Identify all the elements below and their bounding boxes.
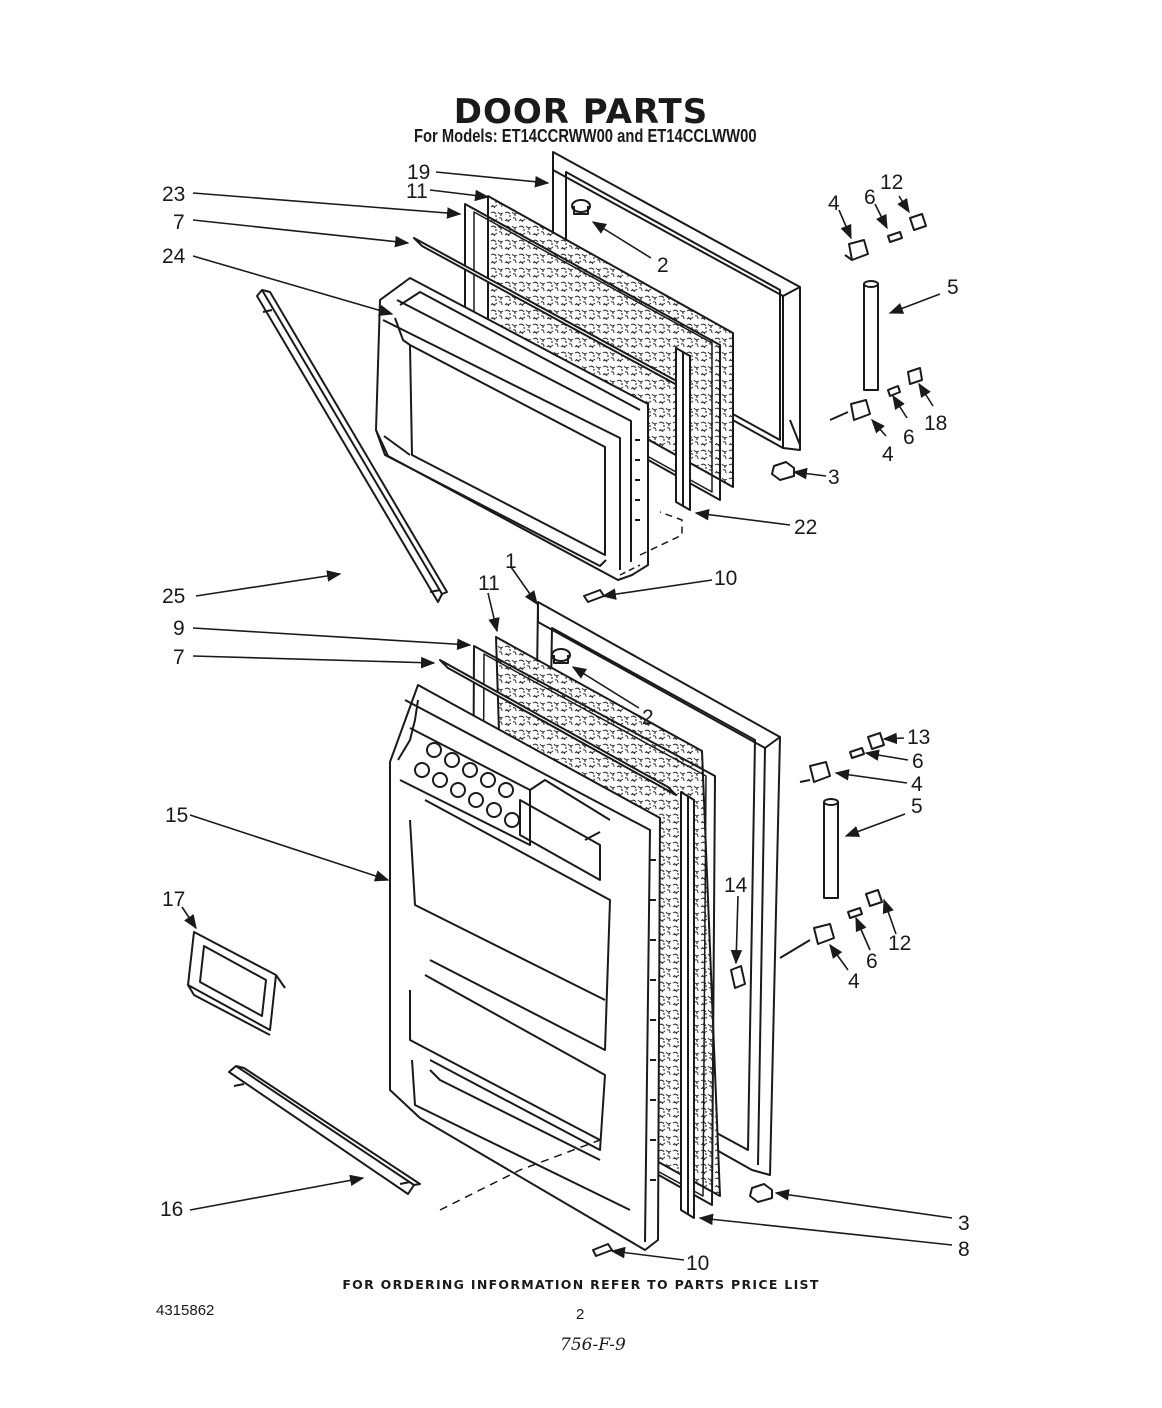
- models-subtitle: For Models: ET14CCRWW00 and ET14CCLWW00: [414, 126, 757, 146]
- callout-8: 8: [958, 1238, 970, 1261]
- fresh-food-bottom-hinge: [779, 923, 835, 959]
- freezer-bottom-hinge: [829, 399, 871, 421]
- callout-3: 3: [958, 1212, 970, 1235]
- callout-12: 12: [880, 171, 903, 194]
- fresh-food-door-plug: [551, 648, 571, 664]
- freezer-top-hinge-cap: [909, 213, 927, 231]
- callout-6: 6: [864, 186, 876, 209]
- callout-2: 2: [657, 254, 669, 277]
- freezer-top-hinge-screw: [887, 231, 903, 243]
- fresh-food-breaker-strip: [439, 659, 677, 796]
- callout-4: 4: [882, 443, 894, 466]
- freezer-door-insulation: [487, 195, 734, 488]
- callout-14: 14: [724, 874, 748, 897]
- callout-12: 12: [888, 932, 911, 955]
- fresh-food-door-liner: [389, 684, 661, 1251]
- callout-9: 9: [173, 617, 185, 640]
- callout-16: 16: [160, 1198, 183, 1221]
- fresh-food-hinge-pin: [823, 798, 839, 899]
- fresh-food-shelf-bar: [228, 1065, 421, 1195]
- freezer-door-stop: [771, 461, 795, 481]
- callout-19: 19: [407, 161, 430, 184]
- callout-leader-lines: [181, 171, 953, 1261]
- callout-17: 17: [162, 888, 185, 911]
- callout-3: 3: [828, 466, 840, 489]
- callout-10: 10: [714, 567, 737, 590]
- callout-7: 7: [173, 211, 185, 234]
- freezer-shelf-bar: [256, 289, 448, 603]
- callout-1: 1: [505, 550, 517, 573]
- callout-18: 18: [924, 412, 947, 435]
- freezer-door-liner: [375, 277, 649, 581]
- freezer-door-strip: [675, 347, 691, 511]
- ordering-info-footer: FOR ORDERING INFORMATION REFER TO PARTS …: [342, 1277, 820, 1292]
- page-title: DOOR PARTS: [453, 92, 709, 132]
- callout-10: 10: [686, 1252, 709, 1275]
- fresh-food-door-stop: [749, 1183, 773, 1203]
- fresh-food-door-screw: [592, 1243, 613, 1257]
- handwritten-note: 756-F-9: [560, 1335, 626, 1355]
- fresh-food-bottom-hinge-screw: [847, 907, 863, 919]
- callout-24: 24: [162, 245, 186, 268]
- fresh-food-top-hinge: [799, 761, 831, 783]
- freezer-bottom-hinge-screw: [887, 385, 901, 397]
- fresh-food-top-hinge-screw: [849, 747, 865, 759]
- page-number: 2: [576, 1306, 585, 1323]
- freezer-hinge-pin: [863, 280, 879, 391]
- callout-6: 6: [903, 426, 915, 449]
- callout-4: 4: [828, 192, 840, 215]
- freezer-bottom-hinge-cap: [907, 367, 923, 385]
- callout-4: 4: [848, 970, 860, 993]
- callout-13: 13: [907, 726, 930, 749]
- dairy-compartment-door: [187, 931, 286, 1036]
- callout-22: 22: [794, 516, 817, 539]
- callout-4: 4: [911, 773, 923, 796]
- callout-11: 11: [478, 572, 500, 595]
- freezer-door-screw: [583, 589, 605, 603]
- fresh-food-top-hinge-cap: [867, 732, 885, 750]
- callout-23: 23: [162, 183, 185, 206]
- fresh-food-door-strip: [680, 791, 695, 1219]
- freezer-top-hinge: [844, 239, 869, 261]
- callout-5: 5: [947, 276, 959, 299]
- callout-2: 2: [642, 706, 654, 729]
- callout-11: 11: [406, 180, 428, 203]
- callout-6: 6: [912, 750, 924, 773]
- callout-15: 15: [165, 804, 188, 827]
- freezer-door-plug: [571, 199, 591, 215]
- document-number: 4315862: [156, 1302, 215, 1319]
- callout-numbers: 19 11 23 7 24 2 4 6 12 5 18 6 4 3 22 25 …: [160, 161, 970, 1275]
- callout-6: 6: [866, 950, 878, 973]
- callout-7: 7: [173, 646, 185, 669]
- callout-25: 25: [162, 585, 185, 608]
- door-cam-bracket: [730, 965, 746, 989]
- fresh-food-bottom-hinge-cap: [865, 889, 883, 907]
- callout-5: 5: [911, 795, 923, 818]
